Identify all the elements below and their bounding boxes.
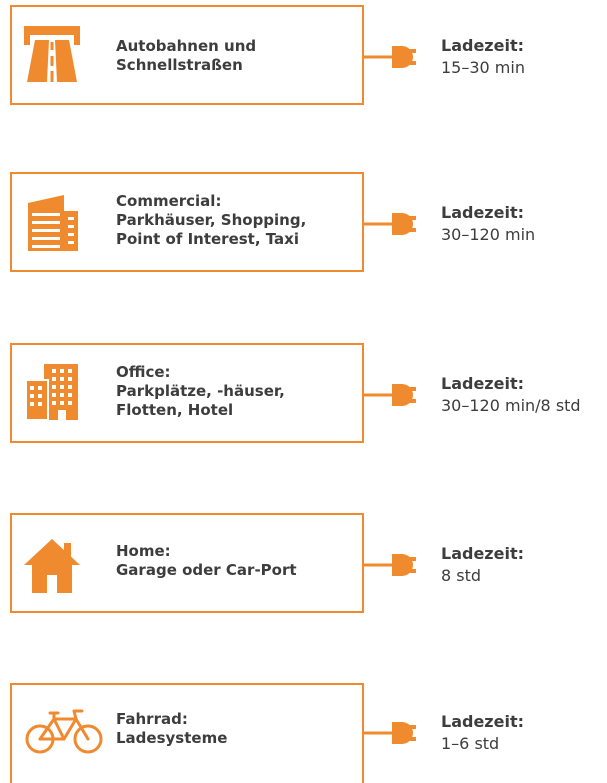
category-line: Parkhäuser, Shopping,: [116, 211, 307, 229]
category-label: Autobahnen und Schnellstraßen: [116, 37, 356, 75]
bicycle-icon: [24, 705, 104, 755]
category-label: Commercial: Parkhäuser, Shopping, Point …: [116, 192, 356, 249]
plug-connector-icon: [364, 382, 416, 408]
charge-time-label: Ladezeit:: [441, 544, 524, 563]
plug-connector-icon: [364, 211, 416, 237]
charge-time-label: Ladezeit:: [441, 374, 524, 393]
category-line: Parkplätze, -häuser,: [116, 382, 285, 400]
charge-time: Ladezeit: 30–120 min/8 std: [441, 373, 581, 417]
category-line: Point of Interest, Taxi: [116, 230, 299, 248]
charge-time-label: Ladezeit:: [441, 36, 524, 55]
charge-time: Ladezeit: 30–120 min: [441, 202, 535, 246]
category-line: Autobahnen und: [116, 37, 257, 55]
category-line: Schnellstraßen: [116, 56, 243, 74]
charge-time: Ladezeit: 8 std: [441, 543, 524, 587]
category-card-commercial: Commercial: Parkhäuser, Shopping, Point …: [10, 172, 364, 272]
commercial-building-icon: [22, 193, 82, 253]
category-line: Flotten, Hotel: [116, 401, 234, 419]
charge-time-value: 30–120 min: [441, 225, 536, 244]
charge-time-value: 1–6 std: [441, 734, 500, 753]
plug-connector-icon: [364, 44, 416, 70]
highway-icon: [22, 24, 82, 84]
plug-connector-icon: [364, 552, 416, 578]
charge-time: Ladezeit: 1–6 std: [441, 711, 524, 755]
category-label: Office: Parkplätze, -häuser, Flotten, Ho…: [116, 363, 356, 420]
charge-time-label: Ladezeit:: [441, 712, 524, 731]
charge-time-label: Ladezeit:: [441, 203, 524, 222]
plug-connector-icon: [364, 720, 416, 746]
category-card-highway: Autobahnen und Schnellstraßen: [10, 5, 364, 105]
category-line: Office:: [116, 363, 171, 381]
category-card-bicycle: Fahrrad: Ladesysteme: [10, 683, 364, 783]
category-line: Fahrrad:: [116, 710, 188, 728]
category-line: Ladesysteme: [116, 729, 228, 747]
charge-time: Ladezeit: 15–30 min: [441, 35, 525, 79]
charge-time-value: 15–30 min: [441, 58, 525, 77]
charge-time-value: 30–120 min/8 std: [441, 396, 581, 415]
category-label: Fahrrad: Ladesysteme: [116, 710, 356, 748]
category-line: Garage oder Car-Port: [116, 561, 297, 579]
category-line: Home:: [116, 542, 171, 560]
charge-time-value: 8 std: [441, 566, 482, 585]
category-label: Home: Garage oder Car-Port: [116, 542, 356, 580]
category-card-home: Home: Garage oder Car-Port: [10, 513, 364, 613]
house-icon: [22, 535, 82, 595]
category-line: Commercial:: [116, 192, 222, 210]
office-buildings-icon: [22, 362, 82, 422]
category-card-office: Office: Parkplätze, -häuser, Flotten, Ho…: [10, 343, 364, 443]
